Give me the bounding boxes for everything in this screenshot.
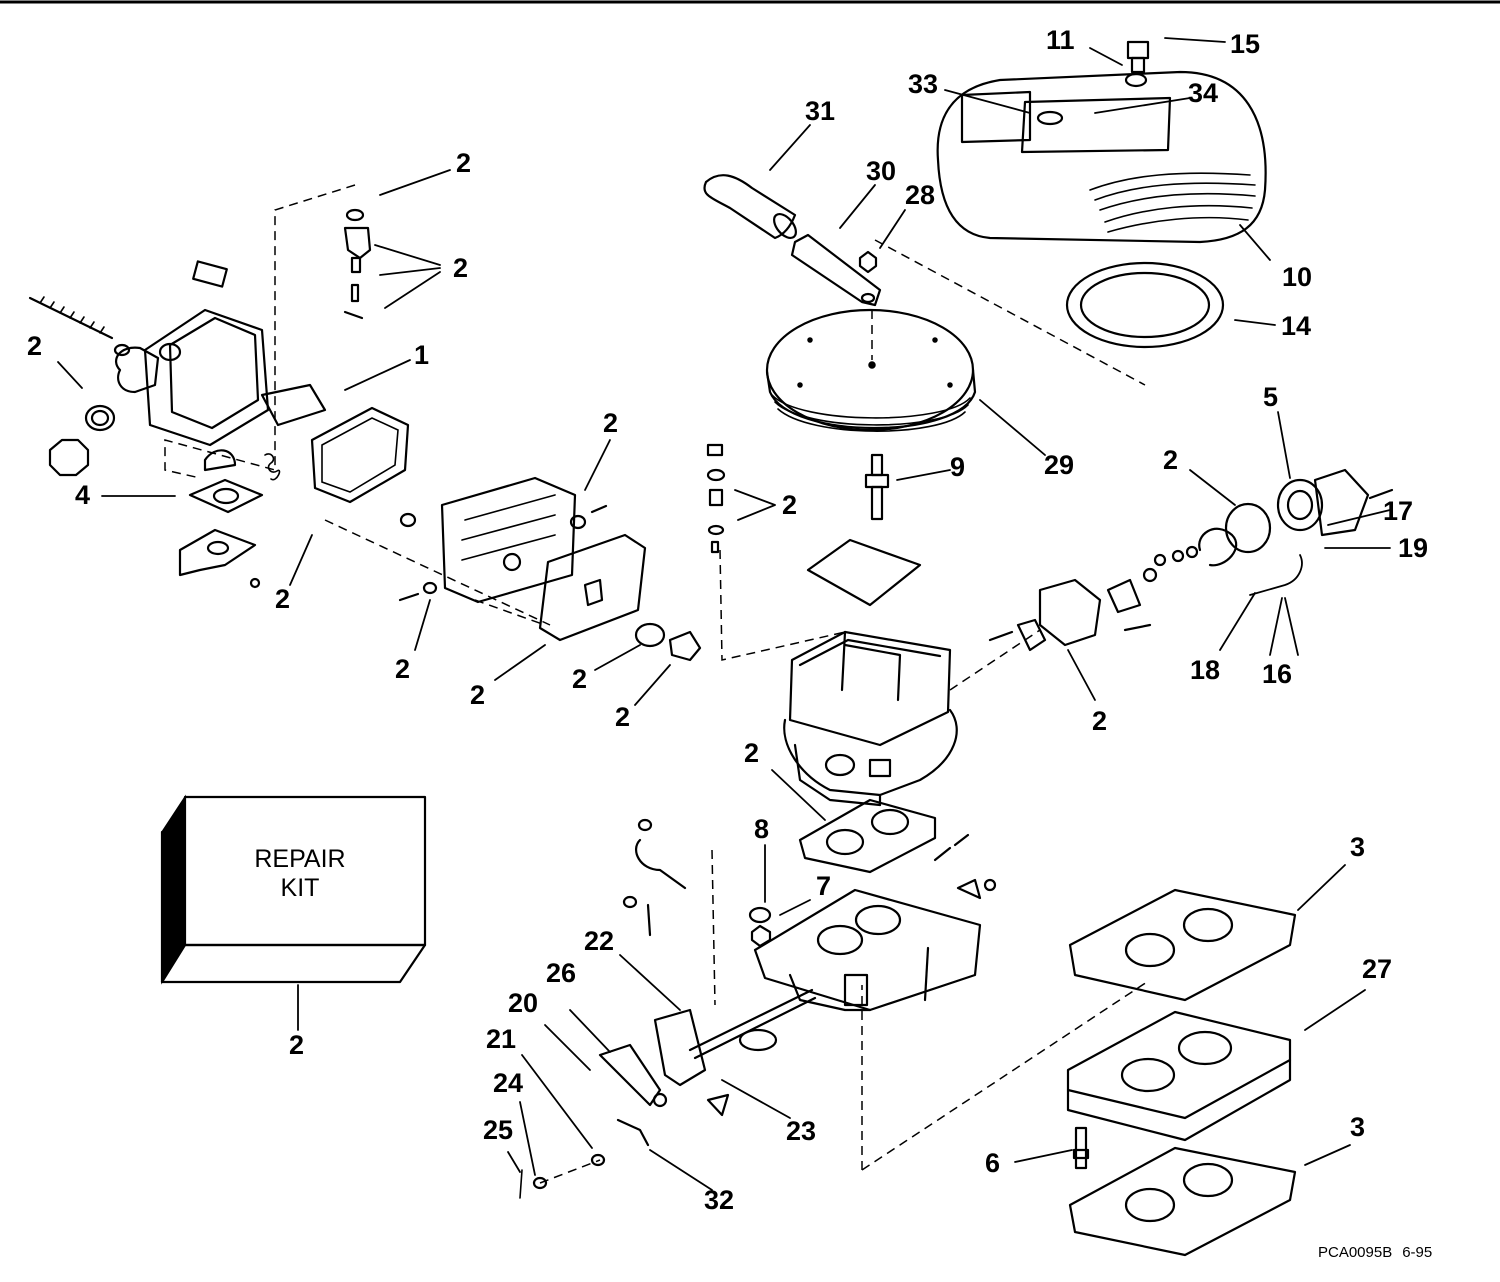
main-body — [783, 630, 958, 807]
callout-7: 7 — [816, 871, 832, 901]
callout-18: 18 — [1190, 655, 1221, 685]
air-cleaner-cover — [936, 70, 1267, 244]
figure-id: PCA0095B — [1318, 1244, 1393, 1261]
callout-24: 24 — [493, 1068, 524, 1098]
air-cleaner-seal — [1065, 261, 1225, 349]
figure-code: PCA0095B 6-95 — [1318, 1244, 1442, 1261]
callout-2: 2 — [1163, 445, 1179, 475]
vent-tube — [790, 233, 882, 307]
callout-2: 2 — [470, 680, 486, 710]
callout-31: 31 — [805, 96, 836, 126]
callout-2: 2 — [275, 584, 291, 614]
callout-2: 2 — [782, 490, 798, 520]
callout-28: 28 — [905, 180, 936, 210]
callout-25: 25 — [483, 1115, 514, 1145]
repair-kit-box — [160, 794, 427, 985]
wing-nut — [858, 250, 878, 274]
base-gasket — [798, 798, 937, 874]
repair-kit-line1: REPAIR — [254, 845, 346, 873]
callout-2: 2 — [456, 148, 472, 178]
air-cleaner-assembly — [765, 308, 977, 432]
callout-1: 1 — [414, 340, 430, 370]
accelerator-pump — [1198, 468, 1394, 567]
metering-block — [440, 476, 577, 604]
callout-34: 34 — [1188, 78, 1219, 108]
callout-33: 33 — [908, 69, 939, 99]
metering-plate — [538, 533, 647, 642]
vent-hose — [703, 174, 797, 240]
callout-26: 26 — [546, 958, 577, 988]
callout-23: 23 — [786, 1116, 817, 1146]
callout-2: 2 — [27, 331, 43, 361]
carburetor-spacer — [1066, 1010, 1292, 1142]
callout-11: 11 — [1046, 25, 1075, 55]
callout-2: 2 — [1092, 706, 1108, 736]
callout-15: 15 — [1230, 29, 1261, 59]
float — [260, 383, 327, 427]
callout-4: 4 — [75, 480, 91, 510]
callout-16: 16 — [1262, 659, 1293, 689]
callout-29: 29 — [1044, 450, 1075, 480]
fuel-bowl — [115, 260, 270, 447]
callout-2: 2 — [453, 253, 469, 283]
callout-6: 6 — [985, 1148, 1001, 1178]
mounting-stud — [1072, 1126, 1090, 1170]
repair-kit-line2: KIT — [280, 874, 320, 902]
figure-date: 6-95 — [1402, 1244, 1433, 1261]
spacer-gasket-upper — [1068, 888, 1297, 1002]
callout-2: 2 — [615, 702, 631, 732]
callout-2: 2 — [744, 738, 760, 768]
callout-32: 32 — [704, 1185, 735, 1215]
callout-2: 2 — [572, 664, 588, 694]
inlet-fitting — [48, 438, 90, 477]
callout-3: 3 — [1350, 1112, 1366, 1142]
bowl-gasket — [310, 406, 410, 504]
callout-2: 2 — [395, 654, 411, 684]
callout-22: 22 — [584, 926, 615, 956]
callout-2: 2 — [603, 408, 619, 438]
callout-27: 27 — [1362, 954, 1393, 984]
callout-19: 19 — [1398, 533, 1429, 563]
callout-17: 17 — [1383, 496, 1414, 526]
air-cleaner-stud — [864, 453, 890, 521]
cover-nut — [1124, 40, 1150, 88]
callout-21: 21 — [486, 1024, 517, 1054]
callout-2: 2 — [289, 1030, 305, 1060]
bowl-screw — [28, 296, 114, 340]
callout-3: 3 — [1350, 832, 1366, 862]
callout-14: 14 — [1281, 311, 1312, 341]
repair-kit-label: REPAIR KIT — [185, 845, 415, 903]
flame-arrestor-shield — [806, 538, 922, 607]
callout-20: 20 — [508, 988, 539, 1018]
callout-8: 8 — [754, 814, 770, 844]
throttle-body — [753, 888, 982, 1012]
callout-9: 9 — [950, 452, 966, 482]
callout-30: 30 — [866, 156, 897, 186]
callout-10: 10 — [1282, 262, 1313, 292]
callout-5: 5 — [1263, 382, 1279, 412]
spacer-gasket-lower — [1068, 1146, 1297, 1257]
